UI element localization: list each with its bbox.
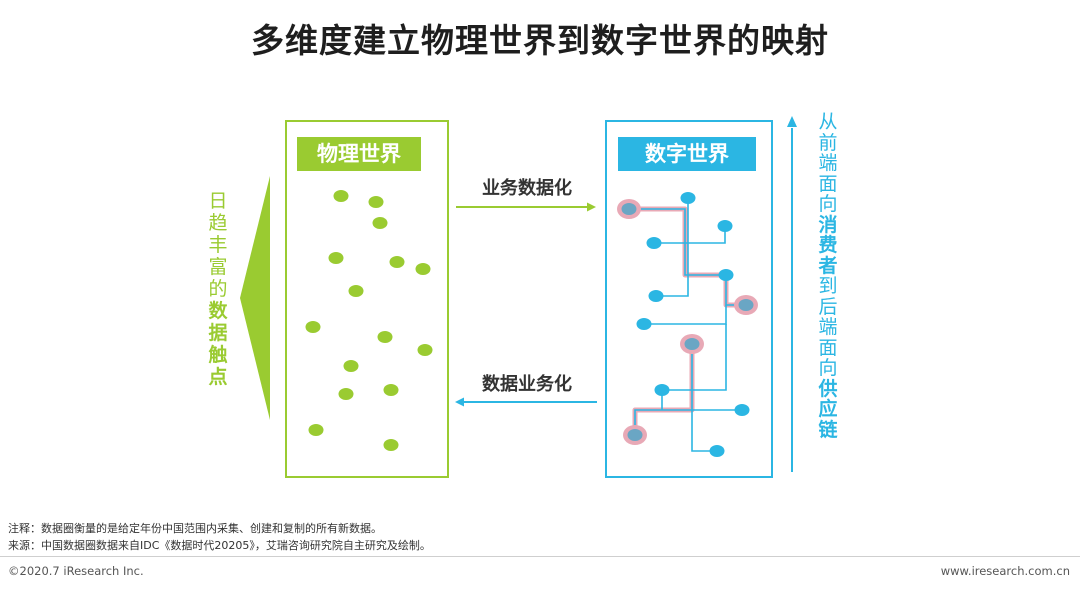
data-dot (328, 252, 344, 264)
right-char: 端 (818, 316, 838, 338)
right-char: 前 (818, 131, 838, 154)
left-char-bold: 据 (208, 322, 228, 344)
data-dot (338, 388, 354, 400)
arrow-left (455, 397, 597, 407)
data-dot (305, 321, 321, 333)
left-char: 丰 (208, 234, 228, 256)
copyright: ©2020.7 iResearch Inc. (8, 564, 144, 578)
data-node (680, 192, 696, 204)
right-char: 面 (818, 172, 838, 195)
data-dot (308, 424, 324, 436)
data-dot (389, 256, 405, 268)
left-char: 日 (208, 190, 228, 212)
data-dot (368, 196, 384, 208)
data-node (734, 404, 750, 416)
left-vertical-caption: 日 趋 丰 富 的 数 据 触 点 (205, 190, 231, 388)
highlighted-nodes (621, 203, 754, 441)
data-node-highlight (684, 338, 700, 350)
right-char: 从 (818, 111, 838, 133)
footer-divider (0, 556, 1080, 557)
data-node (648, 290, 664, 302)
data-node-highlight (627, 429, 643, 441)
digital-world-label: 数字世界 (618, 137, 756, 171)
data-dot (417, 344, 433, 356)
right-char: 面 (818, 336, 838, 359)
left-char-bold: 点 (208, 366, 228, 388)
data-node-highlight (621, 203, 637, 215)
data-dot (372, 217, 388, 229)
physical-world-label: 物理世界 (297, 137, 421, 171)
physical-world-panel (285, 120, 449, 478)
data-node (636, 318, 652, 330)
left-char: 富 (208, 256, 228, 278)
digitize-business-label: 业务数据化 (482, 178, 572, 199)
website-link[interactable]: www.iresearch.com.cn (940, 564, 1070, 578)
right-char-bold: 应 (818, 398, 838, 420)
data-node (654, 384, 670, 396)
footnote-source: 来源：中国数据圈数据来自IDC《数据时代20205》，艾瑞咨询研究院自主研究及绘… (8, 539, 431, 552)
right-char: 端 (818, 152, 838, 174)
data-node-highlight (738, 299, 754, 311)
data-node (717, 220, 733, 232)
data-node (709, 445, 725, 457)
data-dot (377, 331, 393, 343)
right-char-bold: 链 (818, 418, 838, 441)
left-char: 趋 (208, 212, 228, 234)
left-char: 的 (208, 278, 228, 300)
data-node (646, 237, 662, 249)
left-char-bold: 触 (208, 344, 228, 366)
data-node (718, 269, 734, 281)
right-char: 到 (818, 275, 838, 297)
right-char-bold: 者 (818, 254, 838, 277)
left-char-bold: 数 (208, 300, 228, 322)
right-char-bold: 费 (818, 234, 838, 256)
right-char: 后 (818, 295, 838, 318)
data-dot (383, 439, 399, 451)
right-vertical-caption: 从 前 端 面 向 消 费 者 到 后 端 面 向 供 应 链 (815, 112, 841, 440)
data-dot (383, 384, 399, 396)
right-char: 向 (818, 357, 838, 379)
connection-lines (629, 198, 746, 452)
data-dot (333, 190, 349, 202)
data-dot (343, 360, 359, 372)
page-title: 多维度建立物理世界到数字世界的映射 (251, 21, 829, 60)
right-char-bold: 供 (818, 377, 838, 400)
footnote-note: 注释：数据圈衡量的是给定年份中国范围内采集、创建和复制的所有新数据。 (8, 522, 382, 535)
digital-world-panel (605, 120, 773, 478)
arrow-right (456, 202, 596, 212)
right-char-bold: 消 (818, 213, 838, 236)
network-nodes (636, 192, 750, 457)
data-dot (348, 285, 364, 297)
data-dot (415, 263, 431, 275)
arrow-up (787, 116, 797, 472)
right-char: 向 (818, 193, 838, 215)
growth-triangle (240, 176, 270, 420)
business-from-data-label: 数据业务化 (482, 374, 572, 395)
